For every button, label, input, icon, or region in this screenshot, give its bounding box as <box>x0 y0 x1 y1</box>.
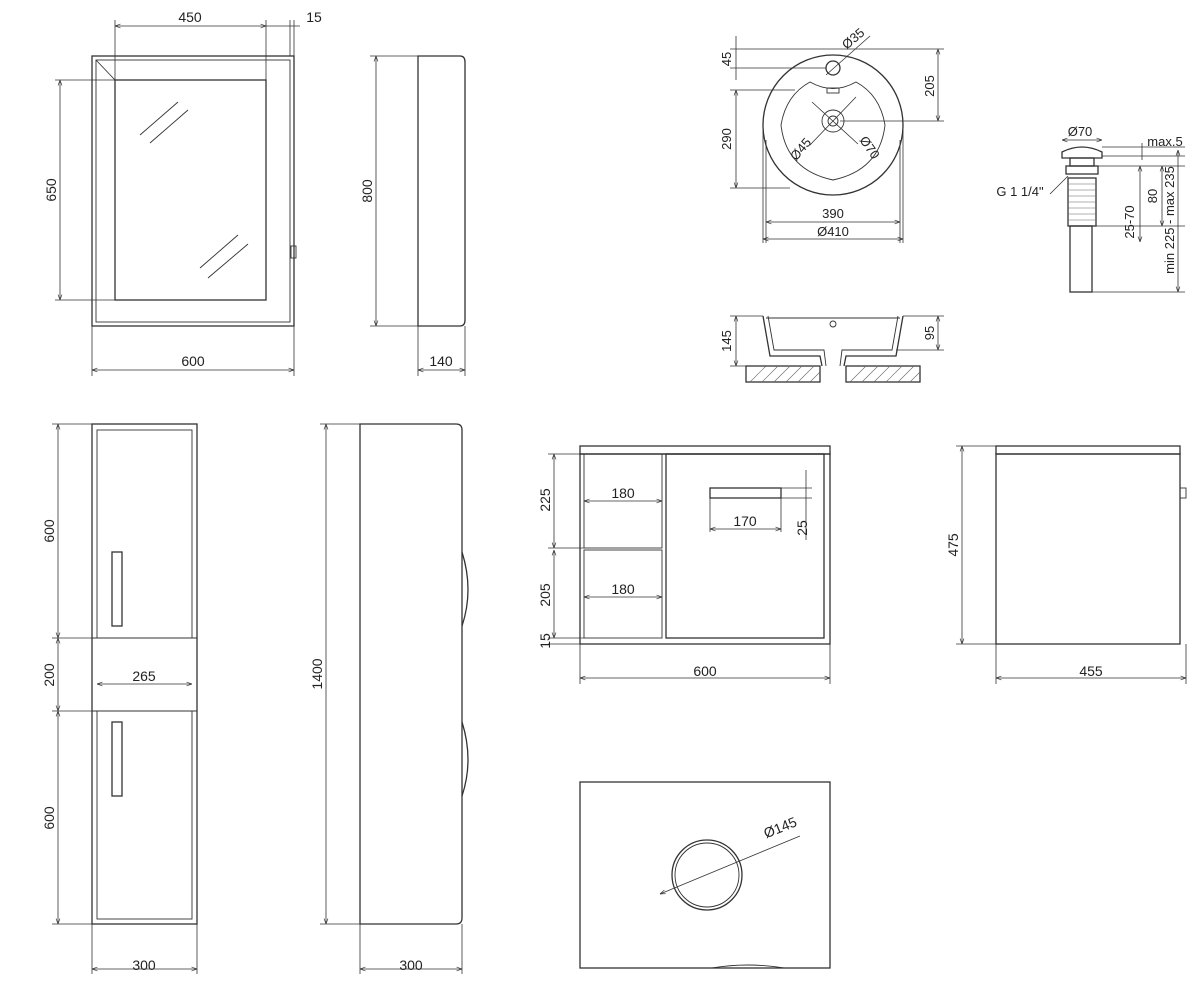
mirror-glare-icon <box>139 101 249 279</box>
vanity-top-view: Ø145 <box>579 781 831 969</box>
drain-thread-label: G 1 1/4" <box>996 184 1044 199</box>
tall-door-upper-label: 600 <box>41 519 57 543</box>
basin-rim-depth-label: 205 <box>922 75 937 97</box>
tall-shelf-gap-label: 200 <box>41 663 57 687</box>
basin-top-view: Ø45 Ø70 Ø35 45 290 205 390 Ø410 <box>719 25 944 243</box>
drain-max-gap-label: max.5 <box>1147 134 1182 149</box>
mirror-frame-side-label: 15 <box>306 9 322 25</box>
upper-door-handle-side <box>461 551 469 627</box>
basin-inner-height-label: 95 <box>922 326 937 340</box>
basin-tap-offset-label: 45 <box>719 52 734 66</box>
mirror-cabinet-front: 450 15 650 600 <box>43 9 322 376</box>
vanity-height-label: 475 <box>945 533 961 557</box>
basin-section-view: 145 95 <box>719 315 944 383</box>
vanity-handle-width-label: 170 <box>733 513 757 529</box>
vanity-cutout-diameter-label: Ø145 <box>761 813 799 841</box>
mirror-height-inner-label: 650 <box>43 178 59 202</box>
upper-door-handle <box>111 551 123 627</box>
mirror-height-total-label: 800 <box>359 179 375 203</box>
vanity-shelf-upper-height-label: 225 <box>537 488 553 512</box>
tall-height-label: 1400 <box>309 658 325 689</box>
vanity-shelf-lower-width-label: 180 <box>611 581 635 597</box>
vanity-side: 475 455 <box>945 445 1187 684</box>
lower-door-handle-side <box>461 721 469 797</box>
tall-cabinet-side: 1400 300 <box>309 423 469 974</box>
mirror-depth-label: 140 <box>429 353 453 369</box>
drain-total-height-label: min 225 - max 235 <box>1162 166 1177 274</box>
vanity-width-label: 600 <box>693 663 717 679</box>
vanity-front: 180 180 170 25 225 205 15 600 <box>537 445 831 684</box>
tall-door-lower-label: 600 <box>41 806 57 830</box>
vanity-depth-label: 455 <box>1079 663 1103 679</box>
drain-adjust-range-label: 25-70 <box>1122 205 1137 238</box>
basin-bowl-width-label: 390 <box>822 206 844 221</box>
basin-tap-hole-diameter-label: Ø35 <box>839 25 867 52</box>
vanity-handle-height-label: 25 <box>794 520 810 536</box>
drain-cap-diameter-label: Ø70 <box>1068 124 1093 139</box>
lower-door-handle <box>111 721 123 797</box>
drain-detail: Ø70 max.5 80 25-70 min 225 - max 235 G 1… <box>996 124 1185 293</box>
basin-height-label: 145 <box>719 330 734 352</box>
mirror-width-inner-label: 450 <box>178 9 202 25</box>
tall-cabinet-front: 600 200 600 265 300 <box>41 423 198 974</box>
counter-hatch-icon <box>749 365 921 383</box>
tall-shelf-width-label: 265 <box>132 668 156 684</box>
tall-depth-label: 300 <box>399 957 423 973</box>
basin-drain-outer-diameter-label: Ø70 <box>856 133 882 162</box>
tall-width-label: 300 <box>132 957 156 973</box>
drain-body-height-label: 80 <box>1145 189 1160 203</box>
vanity-shelf-upper-width-label: 180 <box>611 485 635 501</box>
mirror-cabinet-side: 800 140 <box>359 55 466 376</box>
vanity-shelf-lower-height-label: 205 <box>537 583 553 607</box>
thread-icon <box>1068 183 1096 221</box>
vanity-plinth-label: 15 <box>537 633 553 649</box>
basin-outer-diameter-label: Ø410 <box>817 224 849 239</box>
basin-drain-diameter-label: Ø45 <box>787 135 814 163</box>
mirror-width-total-label: 600 <box>181 353 205 369</box>
vanity-drawer-handle <box>709 487 782 499</box>
basin-bowl-depth-label: 290 <box>719 128 734 150</box>
